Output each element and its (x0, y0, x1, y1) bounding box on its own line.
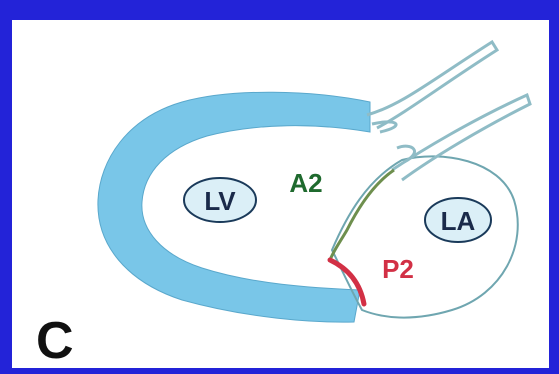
la-ellipse (424, 197, 492, 243)
heart-diagram: LV LA A2 P2 C (36, 39, 532, 368)
lv-label: LV (204, 186, 236, 216)
panel-letter: C (36, 312, 74, 368)
vessel-right-2 (396, 144, 417, 164)
vessel-right-1 (391, 92, 532, 182)
vessel-upper-1 (366, 39, 500, 130)
p2-label: P2 (382, 254, 414, 284)
lv-ellipse (183, 177, 257, 223)
posterior-leaflet-p2 (327, 257, 367, 307)
vessel-upper-2 (371, 120, 398, 134)
ventricle-wall (97, 91, 371, 323)
a2-label: A2 (289, 168, 322, 198)
figure-panel: LV LA A2 P2 C (12, 20, 549, 368)
left-atrium-outline (330, 155, 519, 319)
anterior-leaflet-a2 (328, 168, 395, 261)
la-label: LA (441, 206, 476, 236)
